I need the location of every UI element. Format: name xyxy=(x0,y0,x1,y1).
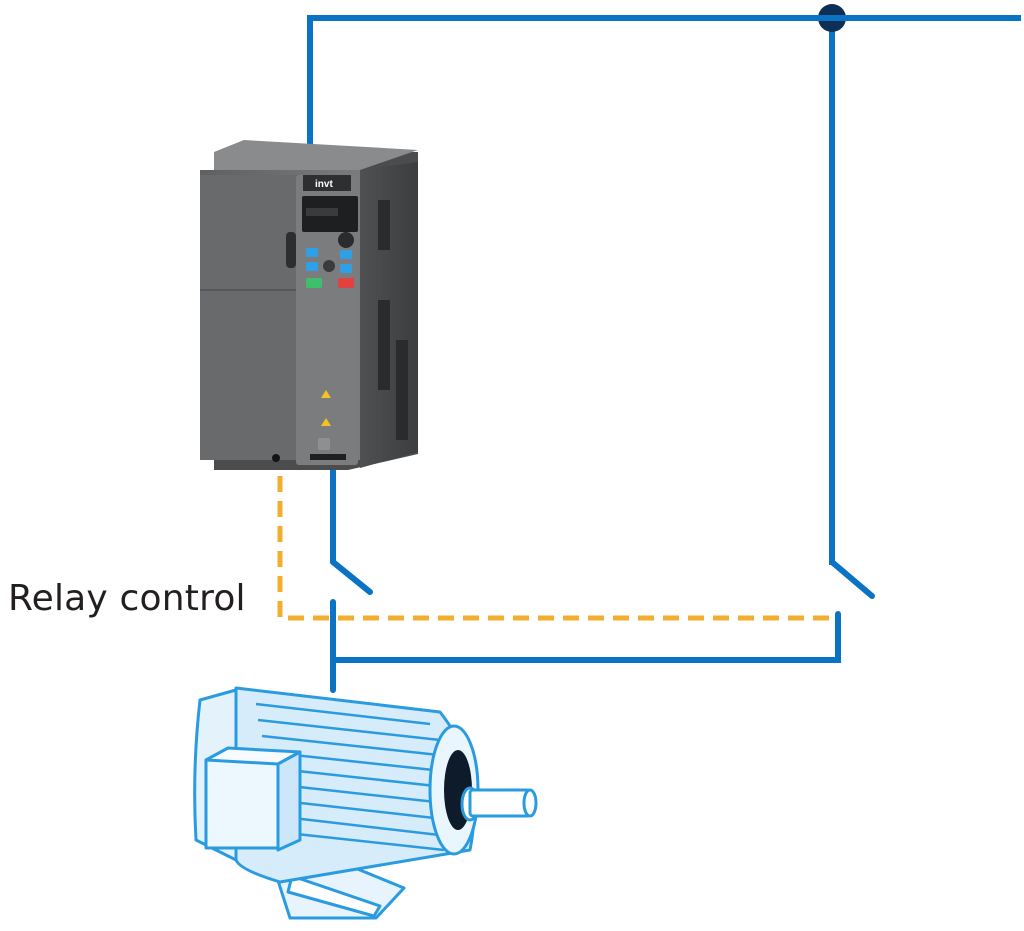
warning-icon xyxy=(321,390,331,426)
run-key[interactable] xyxy=(306,278,322,288)
brand-logo: invt xyxy=(315,179,333,190)
motor-feed-wiring xyxy=(330,467,875,693)
ventilation-grille xyxy=(378,200,408,440)
inverter-output-contact[interactable] xyxy=(330,559,373,595)
inverter-top xyxy=(214,140,418,170)
motor-shaft xyxy=(460,786,538,822)
keypad-knob[interactable] xyxy=(338,232,354,248)
inverter-keypad-panel xyxy=(296,175,358,465)
inverter-indicator xyxy=(272,454,280,462)
relay-control-label: Relay control xyxy=(8,578,246,619)
inverter-left-panel xyxy=(200,175,298,460)
supply-bus xyxy=(307,15,1021,153)
stop-key[interactable] xyxy=(338,278,354,288)
motor-icon xyxy=(193,686,538,920)
frequency-inverter: invt xyxy=(200,140,418,470)
power-supply-line xyxy=(307,15,1021,565)
keypad-bracket xyxy=(286,232,296,268)
terminal-box xyxy=(204,758,280,850)
junction-node xyxy=(818,4,846,32)
motor-bus-wire xyxy=(330,611,841,663)
bypass-relay-contact[interactable] xyxy=(829,559,875,599)
relay-control-line xyxy=(277,476,838,621)
inverter-keypad-icon[interactable] xyxy=(306,248,354,288)
